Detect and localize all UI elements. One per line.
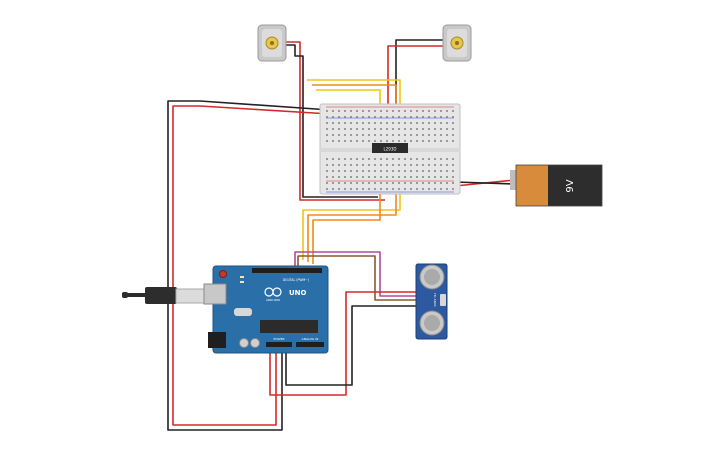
wire-purple-sensor[interactable]: [294, 251, 418, 297]
breadboard[interactable]: L293D: [319, 103, 461, 195]
wire-orange-lower[interactable]: [312, 180, 381, 264]
usb-cable[interactable]: [122, 287, 207, 304]
power-label: POWER: [273, 337, 284, 341]
dc-motor-1[interactable]: [257, 24, 287, 62]
atmega-chip: [260, 320, 318, 333]
sensor-label: HC-SR04: [433, 293, 437, 306]
analog-header[interactable]: [296, 342, 324, 347]
wire-brown-sensor[interactable]: [297, 255, 418, 301]
power-header[interactable]: [266, 342, 292, 347]
chip-label: L293D: [384, 147, 397, 152]
wire-black-left-loop[interactable]: [167, 100, 331, 431]
wire-yellow-top[interactable]: [302, 79, 401, 260]
wire-motor1-red[interactable]: [284, 41, 385, 201]
wire-motor2-red[interactable]: [387, 45, 445, 125]
battery-9v[interactable]: 9V: [510, 164, 603, 207]
wire-battery-black[interactable]: [454, 181, 516, 185]
wire-red-sensor[interactable]: [269, 291, 418, 396]
arduino-logo-icon: [264, 287, 282, 297]
wire-orange-top[interactable]: [307, 84, 397, 262]
digital-header[interactable]: [252, 268, 322, 273]
wires: [167, 39, 516, 431]
dc-motor-2[interactable]: [442, 24, 472, 62]
battery-label: 9V: [565, 179, 576, 192]
wire-motor1-black[interactable]: [284, 44, 378, 198]
wire-red-left-loop[interactable]: [172, 105, 331, 426]
reset-button[interactable]: [219, 270, 227, 278]
ultrasonic-sensor[interactable]: HC-SR04: [415, 263, 448, 340]
wire-black-sensor[interactable]: [285, 305, 418, 386]
analog-label: ANALOG IN: [302, 337, 319, 341]
arduino-brand-text: ARDUINO: [266, 298, 281, 302]
motor-driver-chip[interactable]: L293D: [372, 143, 408, 153]
digital-header-label: DIGITAL (PWM~): [283, 278, 309, 282]
uno-logo-text: UNO: [289, 289, 307, 297]
arduino-uno[interactable]: DIGITAL (PWM~) UNO ARDUINO POWER ANALOG …: [203, 265, 329, 354]
